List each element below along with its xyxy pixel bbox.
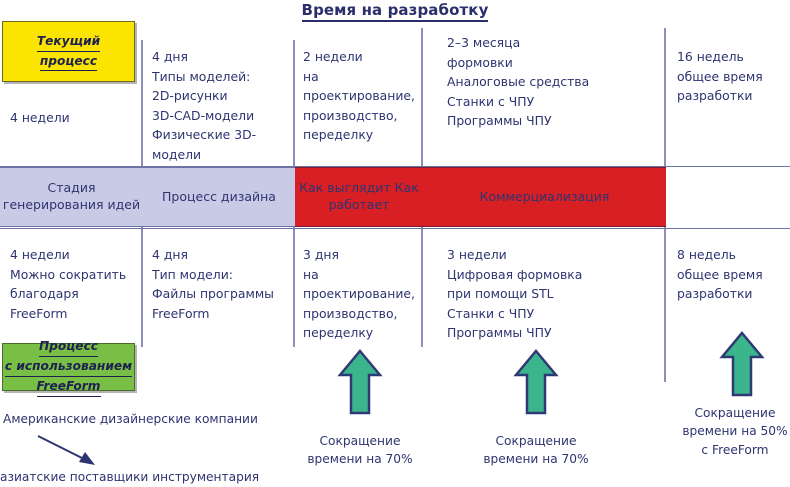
- top-col3-text: 2 недели на проектирование, производство…: [303, 49, 415, 143]
- bottom-col1-text: 4 недели Можно сократить благодаря FreeF…: [10, 247, 127, 321]
- bottom-col4-text: 3 недели Цифровая формовка при помощи ST…: [447, 247, 583, 341]
- note-american-companies: Американские дизайнерские компании: [3, 412, 258, 426]
- band-segment-ideation-label: Стадия генерирования идей: [2, 180, 141, 212]
- arrow-reduction-2-icon: [513, 349, 559, 415]
- band-segment-look-work: Как выглядит Как работает: [295, 167, 423, 227]
- page-title-text: Время на разработку: [301, 1, 489, 22]
- band-top-rule: [0, 166, 790, 167]
- band-bottom-rule: [0, 228, 790, 229]
- bottom-col3-text: 3 дня на проектирование, производство, п…: [303, 247, 415, 341]
- note-asian-suppliers: азиатские поставщики инструментария: [0, 470, 260, 484]
- freeform-process-line-1: Процесс: [38, 337, 99, 358]
- band-segment-ideation: Стадия генерирования идей: [0, 167, 143, 227]
- top-col4-text: 2–3 месяца формовки Аналоговые средства …: [447, 35, 590, 129]
- arrow-reduction-1-caption: Сокращение времени на 70%: [307, 434, 413, 467]
- top-col1-text: 4 недели: [10, 110, 70, 125]
- top-col2-text: 4 дня Типы моделей: 2D-рисунки 3D-CAD-мо…: [152, 49, 257, 162]
- band-segment-design: Процесс дизайна: [143, 167, 295, 227]
- arrow-reduction-3-caption: Сокращение времени на 50% с FreeForm: [682, 406, 788, 457]
- bottom-col5-text: 8 недель общее время разработки: [677, 247, 763, 302]
- arrow-reduction-1-icon: [337, 349, 383, 415]
- top-col5-text: 16 недель общее время разработки: [677, 49, 763, 104]
- diagonal-arrow-icon: [37, 435, 95, 465]
- band-segment-look-work-label: Как выглядит Как работает: [299, 180, 419, 212]
- arrow-reduction-2-caption: Сокращение времени на 70%: [483, 434, 589, 467]
- current-process-line-2: процесс: [39, 52, 98, 72]
- freeform-process-line-3: FreeForm: [36, 377, 101, 397]
- band-segment-design-label: Процесс дизайна: [162, 188, 276, 204]
- arrow-reduction-3-icon: [719, 331, 765, 397]
- bottom-col2-text: 4 дня Тип модели: Файлы программы FreeFo…: [152, 247, 274, 321]
- current-process-line-1: Текущий: [36, 32, 101, 52]
- band-segment-commercialization: Коммерциализация: [423, 167, 666, 227]
- band-segment-commercialization-label: Коммерциализация: [479, 188, 610, 204]
- current-process-box: Текущий процесс: [2, 21, 135, 82]
- freeform-process-box: Процесс с использованием FreeForm: [2, 339, 135, 397]
- page-title: Время на разработку: [0, 1, 790, 22]
- freeform-process-line-2: с использованием: [4, 357, 133, 377]
